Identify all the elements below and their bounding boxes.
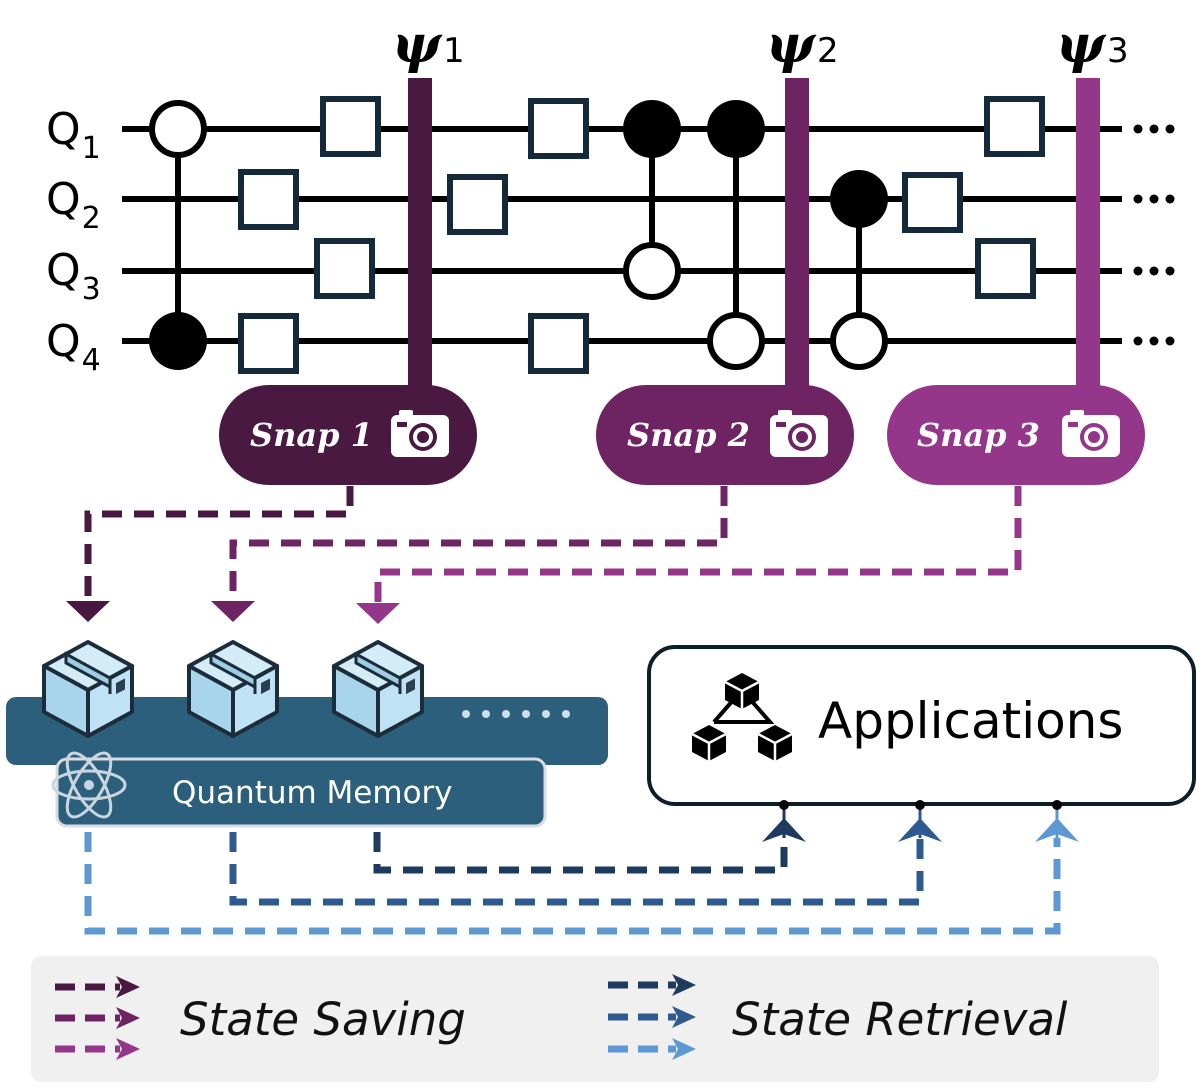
control-node <box>707 100 765 158</box>
gate-box <box>320 96 381 157</box>
saving-paths <box>84 486 1022 602</box>
control-node <box>149 312 207 370</box>
saving-arrowheads <box>66 601 400 624</box>
snapshot-label: Snap 2 <box>627 416 750 454</box>
arrow-head-icon <box>898 818 942 842</box>
snapshot-2: Snap 2 <box>596 385 854 485</box>
control-node <box>830 170 888 228</box>
camera-icon <box>391 410 449 457</box>
saving-path-2 <box>229 486 728 600</box>
memory-more-dots <box>462 710 570 718</box>
arrow-head-icon <box>356 603 400 624</box>
continuation-dots <box>1133 124 1175 346</box>
qubit-wires <box>122 126 1122 344</box>
state-psi-1: ψ1 <box>392 14 465 400</box>
applications-box: Applications <box>647 645 1196 806</box>
controlled-gate-1 <box>149 100 207 370</box>
memory-rack <box>6 697 608 765</box>
arrow-head-icon <box>66 601 110 622</box>
legend-background <box>31 956 1159 1082</box>
qubit-label-q2: Q2 <box>46 174 101 236</box>
snapshot-3: Snap 3 <box>887 385 1145 485</box>
gate-box <box>528 98 589 159</box>
snapshot-label: Snap 1 <box>250 416 373 454</box>
qubit-label-q1: Q1 <box>46 104 101 166</box>
state-bar <box>408 78 432 400</box>
atom-icon <box>51 751 127 819</box>
saving-path-3 <box>374 486 1022 602</box>
gate-box <box>984 96 1045 157</box>
controlled-gate-3 <box>707 100 765 370</box>
retrieval-path-1 <box>373 832 788 874</box>
single-qubit-gates <box>238 96 1045 374</box>
quantum-memory: Quantum Memory <box>6 640 608 828</box>
psi-label: ψ3 <box>1056 14 1129 75</box>
gate-box <box>314 238 375 299</box>
legend-retrieval-arrowheads <box>672 974 696 1060</box>
psi-label: ψ2 <box>766 14 839 75</box>
gate-box <box>528 313 589 374</box>
gate-box <box>902 172 963 233</box>
state-psi-2: ψ2 <box>766 14 839 400</box>
qubit-labels: Q1 Q2 Q3 Q4 <box>46 104 101 378</box>
state-bar <box>785 78 809 400</box>
retrieval-arrows <box>762 800 1079 842</box>
state-bar <box>1076 78 1100 400</box>
network-blocks-icon <box>690 671 794 763</box>
saving-path-1 <box>84 486 354 600</box>
gate-box <box>447 174 508 235</box>
retrieval-paths <box>84 832 1061 935</box>
gate-box <box>975 238 1036 299</box>
camera-icon <box>770 410 828 457</box>
target-node <box>623 242 681 300</box>
gate-box <box>238 313 299 374</box>
gate-box <box>238 169 299 230</box>
qubit-label-q4: Q4 <box>46 316 101 378</box>
memory-label: Quantum Memory <box>172 775 453 811</box>
target-node <box>707 312 765 370</box>
target-node <box>830 312 888 370</box>
legend-saving-arrowheads <box>116 976 140 1060</box>
controlled-gate-2 <box>623 100 681 300</box>
camera-icon <box>1062 410 1120 457</box>
snapshot-pill <box>219 385 477 485</box>
legend: State Saving State Retrieval <box>31 956 1159 1082</box>
psi-label: ψ1 <box>392 14 465 75</box>
retrieval-path-2 <box>229 832 924 906</box>
snapshot-label: Snap 3 <box>917 416 1040 454</box>
legend-saving-label: State Saving <box>180 993 466 1046</box>
legend-retrieval-swatches <box>608 981 676 1053</box>
arrow-head-icon <box>762 818 806 842</box>
target-node <box>149 100 207 158</box>
state-psi-3: ψ3 <box>1056 14 1129 400</box>
arrow-head-icon <box>1035 818 1079 842</box>
retrieval-path-3 <box>84 832 1061 935</box>
legend-saving-swatches <box>55 983 120 1053</box>
qubit-label-q3: Q3 <box>46 245 101 307</box>
snapshot-1: Snap 1 <box>219 385 477 485</box>
controlled-gate-4 <box>830 170 888 370</box>
arrow-head-icon <box>211 601 255 622</box>
legend-retrieval-label: State Retrieval <box>732 993 1068 1046</box>
control-node <box>623 100 681 158</box>
applications-label: Applications <box>818 692 1123 750</box>
